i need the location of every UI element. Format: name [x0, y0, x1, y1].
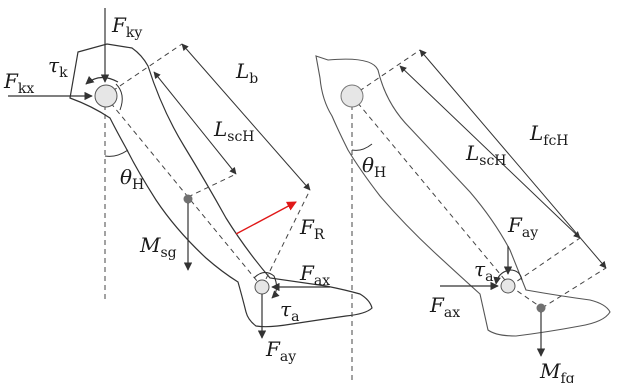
label-right-fay: Fay	[507, 213, 538, 241]
left-theta-arc	[104, 149, 129, 157]
left-knee-joint	[94, 84, 118, 108]
left-ankle-joint	[254, 279, 270, 295]
label-right-fax: Fax	[429, 293, 460, 321]
right-ankle-moment-arc	[493, 269, 523, 285]
label-left-tauk: τk	[48, 53, 68, 81]
left-shank-axis	[104, 95, 263, 288]
right-dim-extension-foot	[541, 267, 607, 309]
right-dim-extension-ankle	[509, 237, 581, 287]
label-right-lfch: LfcH	[529, 121, 569, 149]
left-knee-moment-arc	[85, 75, 119, 85]
label-left-theta: θH	[120, 165, 144, 193]
right-foot-axis	[509, 285, 543, 309]
label-right-theta: θH	[362, 153, 386, 181]
label-left-fky: Fky	[111, 13, 142, 41]
left-lb-dimension	[181, 43, 311, 191]
right-lsch-dimension	[399, 65, 581, 239]
label-right-lsch: LscH	[465, 141, 507, 169]
right-ankle-joint	[500, 278, 516, 294]
left-leg-diagram: Fky τk Fkx Lb LscH θH FR Msg Fax τa Fay	[3, 8, 373, 365]
label-left-lsch: LscH	[213, 117, 255, 145]
left-shank-com	[183, 194, 193, 204]
label-left-fkx: Fkx	[3, 69, 34, 97]
label-left-lb: Lb	[235, 59, 258, 87]
label-right-taua: τa	[474, 257, 493, 285]
right-foot-com	[536, 303, 546, 313]
label-left-fr: FR	[299, 215, 325, 243]
label-left-taua: τa	[280, 297, 299, 325]
left-dim-extension-ankle	[261, 189, 311, 288]
left-dim-extension-top	[104, 43, 183, 97]
label-left-fay: Fay	[265, 337, 296, 365]
left-fr-arrow	[235, 201, 297, 235]
left-knee-moment-tail	[115, 83, 123, 111]
label-left-fax: Fax	[299, 261, 330, 289]
right-knee-joint	[340, 84, 364, 108]
right-dim-extension-top	[351, 49, 421, 97]
left-ankle-moment-arc	[253, 271, 280, 299]
label-right-mfg: Mfg	[539, 359, 575, 383]
right-leg-diagram: LfcH LscH θH Fay τa Fax Mfg	[315, 49, 611, 383]
right-theta-arc	[351, 143, 373, 151]
left-lsch-dimension	[153, 71, 237, 175]
label-left-msg: Msg	[139, 233, 177, 261]
